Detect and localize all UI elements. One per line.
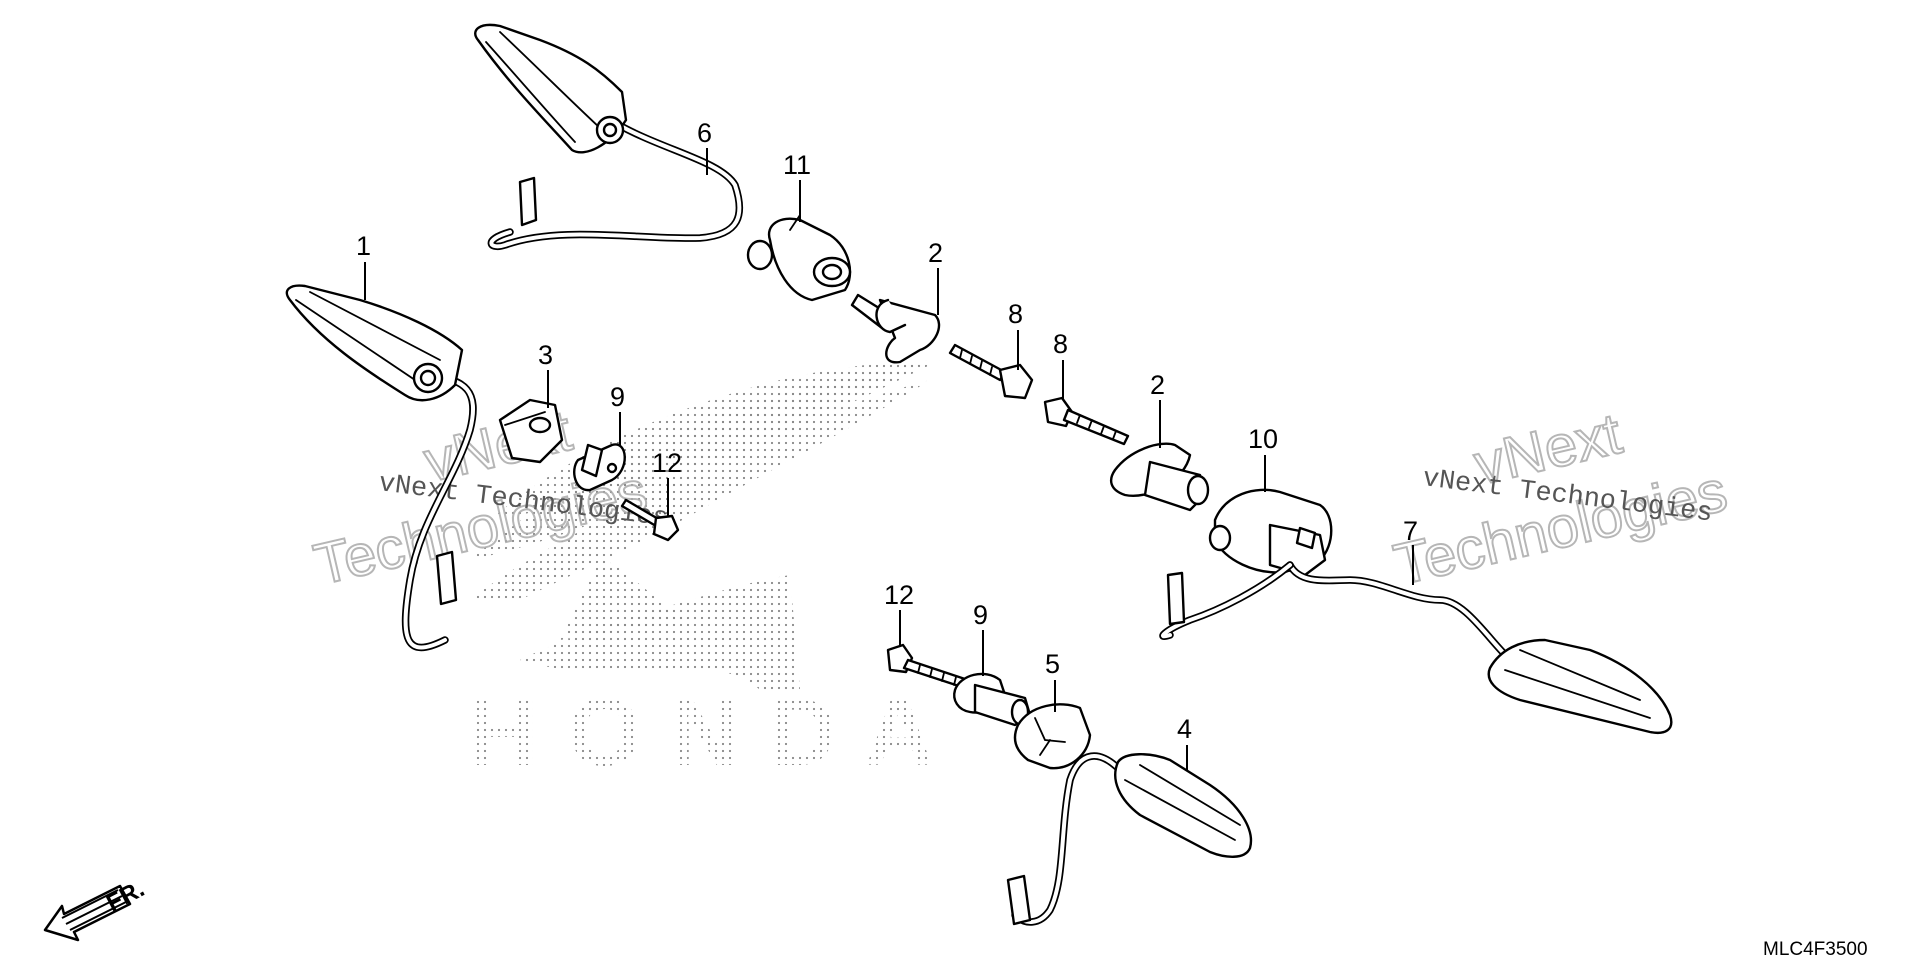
callout-4: 4 bbox=[1177, 714, 1192, 744]
part-12-bolt-lower bbox=[886, 643, 970, 690]
callout-1: 1 bbox=[356, 231, 371, 261]
callout-12-left: 12 bbox=[652, 448, 682, 478]
callout-12-lower: 12 bbox=[884, 580, 914, 610]
part-8-bolt-upper bbox=[948, 343, 1034, 400]
front-arrow-icon bbox=[43, 884, 132, 942]
callout-10: 10 bbox=[1248, 424, 1278, 454]
part-2-collar-lower bbox=[1109, 442, 1210, 512]
part-11-grommet bbox=[746, 214, 852, 302]
callout-2-lower: 2 bbox=[1150, 370, 1165, 400]
callout-7: 7 bbox=[1403, 516, 1418, 546]
part-5-grommet bbox=[1013, 703, 1092, 770]
callout-9-lower: 9 bbox=[973, 600, 988, 630]
part-2-collar-upper bbox=[850, 293, 941, 364]
part-8-bolt-lower bbox=[1043, 396, 1130, 446]
callout-2-upper: 2 bbox=[928, 238, 943, 268]
part-6-winker bbox=[474, 23, 744, 250]
leader-lines bbox=[364, 148, 1414, 770]
diagram-code: MLC4F3500 bbox=[1763, 939, 1868, 960]
honda-brand-watermark: HONDA bbox=[470, 679, 940, 786]
callout-3: 3 bbox=[538, 340, 553, 370]
part-1-winker bbox=[285, 284, 477, 652]
callout-6: 6 bbox=[697, 118, 712, 148]
part-4-winker bbox=[1006, 752, 1253, 926]
part-9-collar-left bbox=[573, 443, 626, 492]
part-3-grommet bbox=[498, 398, 564, 464]
part-10-grommet bbox=[1208, 488, 1333, 577]
part-9-collar-lower bbox=[953, 672, 1032, 727]
part-12-bolt-left bbox=[620, 498, 680, 542]
callout-9-left: 9 bbox=[610, 382, 625, 412]
part-7-winker bbox=[1159, 561, 1673, 734]
callout-8-lower: 8 bbox=[1053, 329, 1068, 359]
honda-wing-watermark bbox=[470, 360, 940, 690]
watermark-right: vNext Technologies vNext Technologies bbox=[1387, 400, 1734, 599]
callout-11: 11 bbox=[783, 150, 811, 180]
callout-8-upper: 8 bbox=[1008, 299, 1023, 329]
callout-5: 5 bbox=[1045, 649, 1060, 679]
